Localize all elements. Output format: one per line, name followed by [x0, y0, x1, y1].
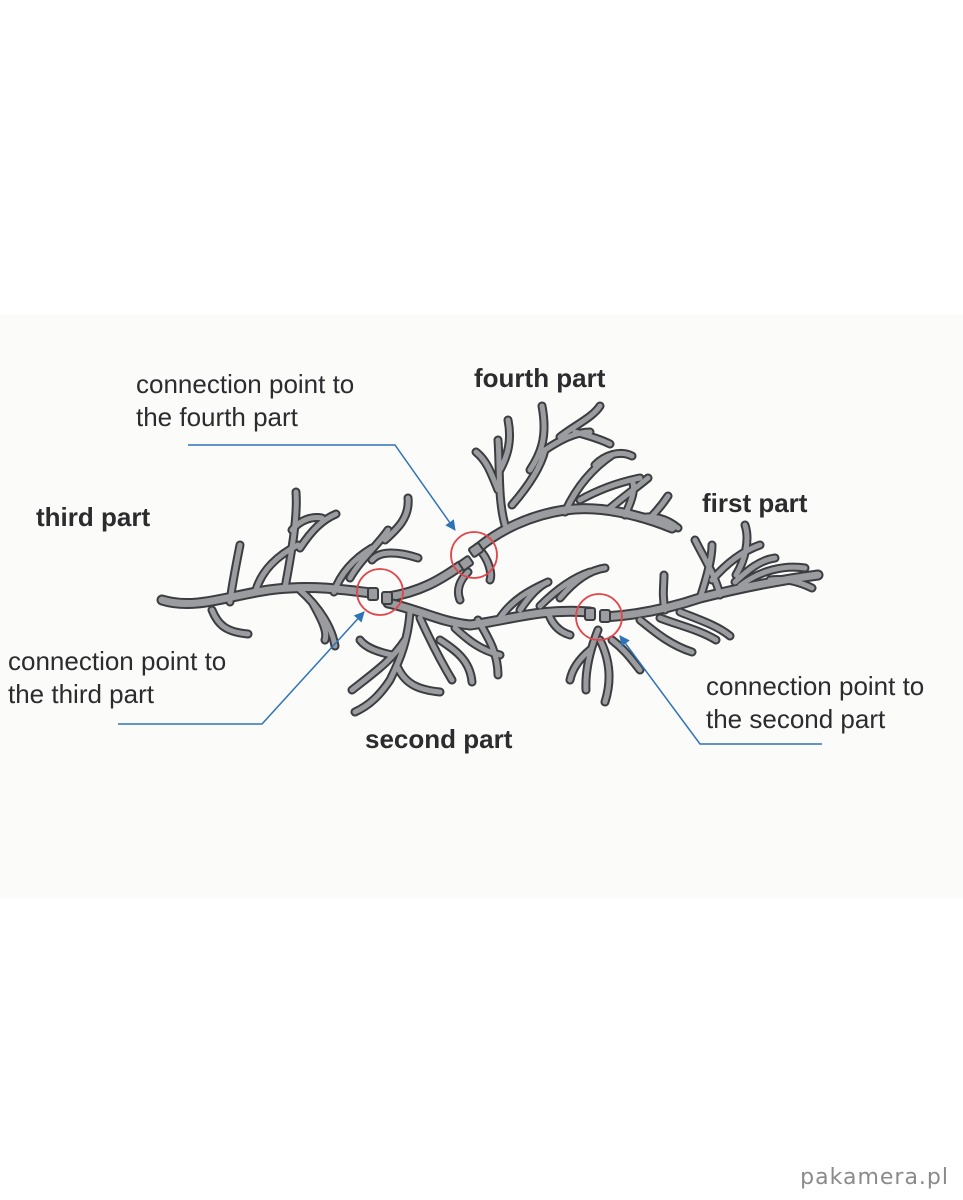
connection-second-line1: connection point to — [706, 671, 925, 701]
leader-line-second — [619, 635, 822, 745]
label-connection-third: connection point to the third part — [8, 645, 226, 711]
leader-line-third — [118, 611, 365, 725]
connection-fourth-line2: the fourth part — [136, 402, 298, 432]
second-part-branch — [347, 563, 610, 717]
first-part-branch — [565, 520, 824, 707]
third-part-branch — [156, 487, 423, 651]
label-second-part: second part — [365, 724, 513, 754]
label-connection-fourth: connection point to the fourth part — [136, 368, 354, 434]
watermark: pakamera.pl — [800, 1165, 949, 1190]
diagram-background — [0, 314, 963, 898]
label-third-part: third part — [36, 502, 151, 532]
fourth-part-branch — [382, 401, 683, 605]
connection-circle-second — [575, 593, 623, 641]
connection-circle-fourth — [450, 531, 498, 579]
label-fourth-part: fourth part — [474, 363, 606, 393]
connection-fourth-line1: connection point to — [136, 369, 355, 399]
connection-second-line2: the second part — [706, 704, 886, 734]
connection-third-line2: the third part — [8, 679, 154, 709]
connection-tabs — [367, 542, 611, 623]
label-connection-second: connection point to the second part — [706, 670, 924, 736]
connection-third-line1: connection point to — [8, 646, 227, 676]
label-first-part: first part — [702, 488, 808, 518]
connection-circle-third — [356, 568, 404, 616]
leader-line-fourth — [188, 444, 456, 531]
